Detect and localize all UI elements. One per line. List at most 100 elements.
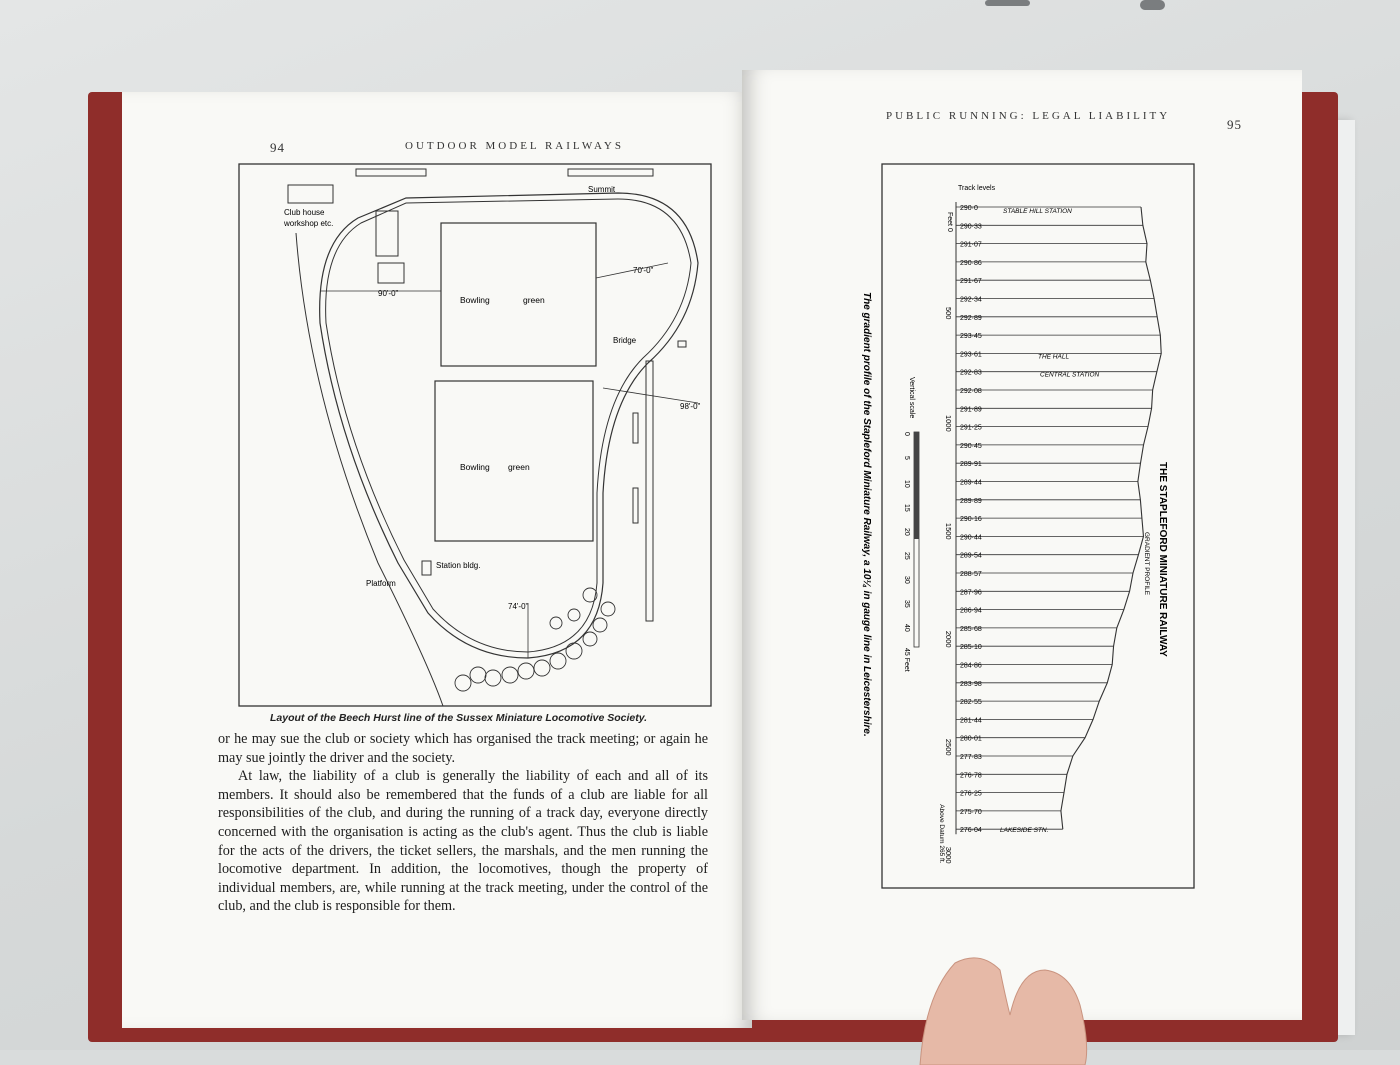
track-level-label: 290·44	[960, 534, 982, 541]
dim-70-line	[595, 262, 669, 279]
station-label-stable-hill: STABLE HILL STATION	[1003, 208, 1072, 215]
left-page-number: 94	[270, 140, 285, 155]
workshop-label: workshop etc.	[283, 219, 333, 228]
track-level-label: 289·91	[960, 461, 982, 468]
scale-bar-top-left	[355, 168, 427, 177]
vertical-scale-tick: 15	[903, 504, 910, 512]
distance-tick-label: 500	[944, 307, 953, 320]
track-level-label: 293·61	[960, 351, 982, 358]
vertical-scale-tick: 5	[903, 456, 910, 460]
object-top-center	[985, 0, 1030, 6]
track-level-label: 282·55	[960, 699, 982, 706]
track-level-label: 292·08	[960, 388, 982, 395]
track-level-label: 283·98	[960, 681, 982, 688]
track-level-label: 291·07	[960, 242, 982, 249]
track-outer	[319, 192, 699, 659]
left-running-head: OUTDOOR MODEL RAILWAYS	[405, 140, 624, 152]
vertical-scale-tick: 40	[903, 624, 910, 632]
vertical-scale-label: Vertical scale	[908, 377, 915, 418]
clubhouse-building	[287, 184, 334, 204]
track-level-label: 285·68	[960, 626, 982, 633]
feet-label: Feet 0	[946, 212, 953, 232]
track-level-label: 285·10	[960, 644, 982, 651]
track-level-label: 290·33	[960, 223, 982, 230]
right-page-number: 95	[1227, 117, 1242, 132]
distance-tick-label: 3000	[944, 847, 953, 864]
boundary-line	[295, 232, 444, 707]
track-level-label: 289·44	[960, 480, 982, 487]
left-caption: Layout of the Beech Hurst line of the Su…	[270, 712, 648, 724]
vertical-scale-tick: 0	[903, 432, 910, 436]
paragraph-1: or he may sue the club or society which …	[218, 731, 708, 766]
shed-2	[377, 262, 405, 284]
track-level-label: 289·89	[960, 498, 982, 505]
profile-subtitle: GRADIENT PROFILE	[1143, 532, 1150, 596]
station-label: Station bldg.	[436, 561, 480, 570]
station-label-lakeside: LAKESIDE STN.	[1000, 827, 1049, 834]
bridge-label: Bridge	[613, 336, 637, 345]
track-level-label: 290·86	[960, 260, 982, 267]
paragraph-2: At law, the liability of a club is gener…	[218, 768, 708, 915]
green1-label-b: green	[523, 295, 545, 305]
right-running-head: PUBLIC RUNNING: LEGAL LIABILITY	[886, 110, 1171, 122]
track-layout-diagram: Club house workshop etc. Bowling green B…	[238, 163, 712, 707]
bowling-green-2	[434, 380, 594, 542]
dim-70-label: 70'-0"	[633, 266, 654, 275]
track-level-label: 292·34	[960, 297, 982, 304]
track-level-label: 287·96	[960, 589, 982, 596]
side-bar-1	[632, 412, 639, 444]
right-page	[742, 70, 1302, 1020]
vertical-scale-tick: 20	[903, 528, 910, 536]
station-label-the-hall: THE HALL	[1038, 353, 1069, 360]
station-label-central: CENTRAL STATION	[1040, 372, 1100, 379]
track-level-label: 292·83	[960, 370, 982, 377]
clubhouse-label: Club house	[284, 208, 325, 217]
vertical-scale-tick: 45 Feet	[903, 648, 910, 672]
shed-1	[375, 210, 399, 257]
track-level-label: 280·01	[960, 736, 982, 743]
object-top-right	[1140, 0, 1165, 10]
track-level-label: 275·70	[960, 809, 982, 816]
vertical-scale-tick: 35	[903, 600, 910, 608]
track-level-label: 292·89	[960, 315, 982, 322]
track-level-label: 290·16	[960, 516, 982, 523]
track-level-label: 290·45	[960, 443, 982, 450]
track-level-label: 281·44	[960, 717, 982, 724]
track-level-label: 288·57	[960, 571, 982, 578]
dim-98-label: 98'-0"	[680, 402, 701, 411]
green1-label-a: Bowling	[460, 295, 490, 305]
track-level-label: 286·94	[960, 608, 982, 615]
dim-74-label: 74'-0"	[508, 602, 529, 611]
track-level-label: 277·83	[960, 754, 982, 761]
track-level-label: 291·89	[960, 406, 982, 413]
platform-label: Platform	[366, 579, 396, 588]
left-body-text: or he may sue the club or society which …	[218, 730, 708, 916]
track-level-label: 290·0	[960, 205, 978, 212]
vertical-scale-tick: 30	[903, 576, 910, 584]
green2-label-a: Bowling	[460, 462, 490, 472]
end-datum-label: Above Datum 265 ft.	[938, 804, 945, 863]
profile-frame	[881, 163, 1195, 889]
track-level-label: 293·45	[960, 333, 982, 340]
side-mark	[677, 340, 687, 348]
distance-tick-label: 1500	[944, 523, 953, 540]
tree-cluster	[454, 587, 616, 692]
bowling-green-1	[440, 222, 597, 367]
side-caption: The gradient profile of the Stapleford M…	[861, 292, 872, 737]
track-level-label: 276·78	[960, 772, 982, 779]
vertical-scale-bar-fill	[914, 432, 919, 539]
scale-bar-top-right	[567, 168, 654, 177]
track-level-label: 291·67	[960, 278, 982, 285]
side-bar-2	[632, 487, 639, 524]
track-level-label: 276·04	[960, 827, 982, 834]
track-level-label: 276·25	[960, 791, 982, 798]
side-strip	[645, 360, 654, 622]
vertical-scale-tick: 25	[903, 552, 910, 560]
green2-label-b: green	[508, 462, 530, 472]
station-building	[421, 560, 432, 576]
distance-tick-label: 2000	[944, 631, 953, 648]
gradient-profile-diagram: 290·0 290·33 291·07 290·86 291·67 292·34 292·8…	[861, 163, 1195, 889]
track-level-label: 284·86	[960, 663, 982, 670]
dim-98-line	[602, 387, 699, 404]
track-inner	[325, 198, 692, 653]
